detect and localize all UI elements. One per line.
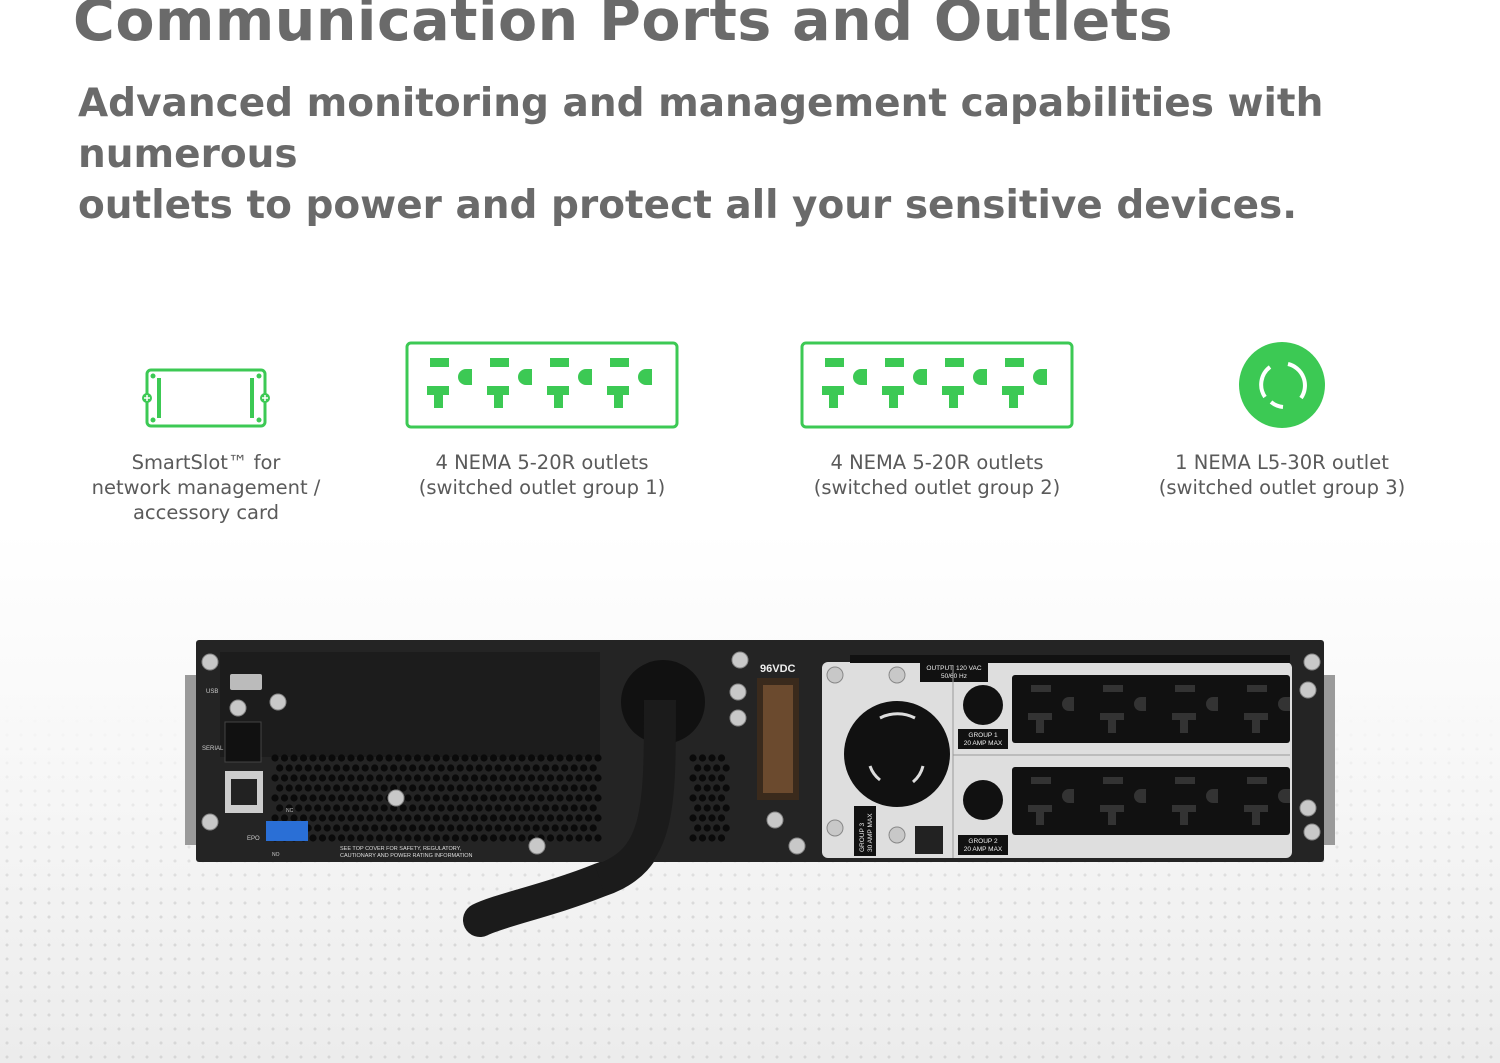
screw (1303, 653, 1321, 671)
svg-text:20 AMP MAX: 20 AMP MAX (964, 846, 1003, 853)
screw (826, 666, 844, 684)
screw (1299, 799, 1317, 817)
serial-port[interactable] (224, 721, 262, 763)
svg-text:SEE TOP COVER FOR SAFETY, REGU: SEE TOP COVER FOR SAFETY, REGULATORY, (340, 846, 462, 852)
feature-caption: SmartSlot™ for network management / acce… (91, 451, 321, 524)
screw (826, 819, 844, 837)
screw (1299, 681, 1317, 699)
svg-text:20 AMP MAX: 20 AMP MAX (964, 740, 1003, 747)
svg-text:GROUP 2: GROUP 2 (968, 838, 998, 845)
feature-caption: 4 NEMA 5-20R outlets (switched outlet gr… (813, 451, 1061, 499)
screw (729, 709, 747, 727)
screw (229, 699, 247, 717)
outlet-glyph (547, 358, 592, 408)
screw (387, 789, 405, 807)
screw (888, 666, 906, 684)
nema-l5-30r-outlet (844, 701, 950, 807)
outlet-glyph (822, 358, 867, 408)
feature-outlet-group-3: 1 NEMA L5-30R outlet (switched outlet gr… (1122, 340, 1442, 500)
screw (201, 653, 219, 671)
screw (788, 837, 806, 855)
group-1-breaker[interactable] (963, 685, 1003, 725)
outlet-glyph (882, 358, 927, 408)
svg-text:GROUP 3: GROUP 3 (859, 822, 866, 852)
svg-text:USB: USB (206, 689, 218, 695)
svg-text:50/60 Hz: 50/60 Hz (941, 673, 967, 680)
svg-text:30 AMP MAX: 30 AMP MAX (867, 813, 874, 852)
outlet-glyph (607, 358, 652, 408)
feature-smartslot: SmartSlot™ for network management / acce… (46, 340, 366, 525)
outlet-glyph (1002, 358, 1047, 408)
screw (731, 651, 749, 669)
svg-text:CAUTIONARY AND POWER RATING IN: CAUTIONARY AND POWER RATING INFORMATION (340, 853, 473, 859)
ventilation-grille (271, 754, 730, 842)
feature-outlet-group-1: 4 NEMA 5-20R outlets (switched outlet gr… (382, 340, 702, 500)
screw (729, 683, 747, 701)
smartslot-card-icon (142, 368, 270, 428)
svg-text:OUTPUT: 120 VAC: OUTPUT: 120 VAC (926, 665, 981, 672)
screw (766, 811, 784, 829)
feature-caption: 4 NEMA 5-20R outlets (switched outlet gr… (418, 451, 666, 499)
svg-text:96VDC: 96VDC (760, 663, 796, 675)
nema-5-20r-outlets-icon (405, 341, 679, 429)
outlet-glyph (427, 358, 472, 408)
page-title: Communication Ports and Outlets (73, 0, 1174, 54)
screw (888, 826, 906, 844)
svg-text:GROUP 1: GROUP 1 (968, 732, 998, 739)
ups-rear-panel: USB SERIAL EPO NC NO SEE TOP COVER FOR S… (185, 640, 1335, 937)
nema-5-20r-outlet-strip (1012, 675, 1290, 743)
svg-text:NC: NC (286, 808, 294, 814)
nema-5-20r-outlet-strip (1012, 767, 1290, 835)
screw (269, 693, 287, 711)
epo-connector[interactable] (266, 821, 308, 841)
outlet-glyph (487, 358, 532, 408)
usb-port[interactable] (230, 674, 262, 690)
nema-5-20r-outlets-icon (800, 341, 1074, 429)
svg-text:NO: NO (272, 852, 280, 858)
svg-text:EPO: EPO (247, 836, 260, 842)
screw (528, 837, 546, 855)
feature-outlet-group-2: 4 NEMA 5-20R outlets (switched outlet gr… (777, 340, 1097, 500)
svg-text:SERIAL: SERIAL (202, 746, 224, 752)
screw (201, 813, 219, 831)
nema-l5-30r-outlet-icon (1239, 342, 1325, 428)
group-2-breaker[interactable] (963, 780, 1003, 820)
screw (1303, 823, 1321, 841)
feature-caption: 1 NEMA L5-30R outlet (switched outlet gr… (1158, 451, 1406, 499)
page-subtitle: Advanced monitoring and management capab… (78, 81, 1324, 228)
outlet-glyph (942, 358, 987, 408)
